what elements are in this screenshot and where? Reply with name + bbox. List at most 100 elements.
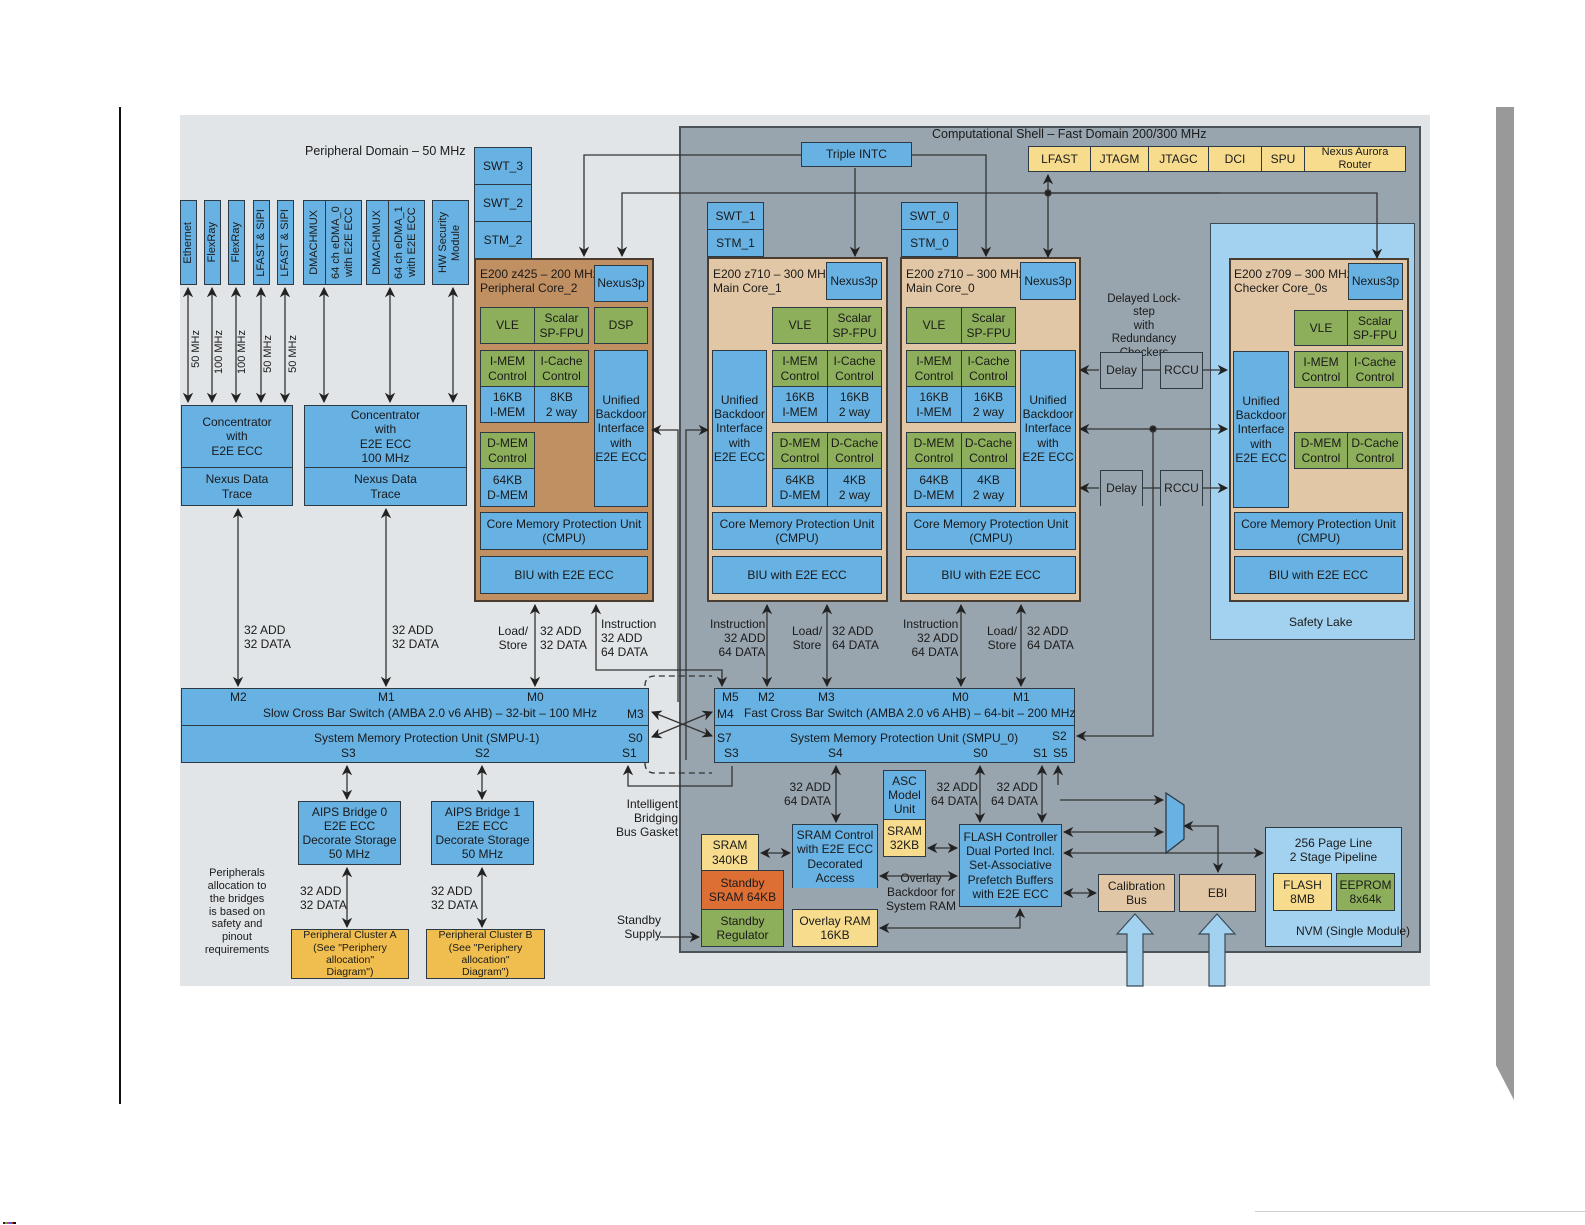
port-m0: M0 [527, 690, 544, 704]
bus-label: 32 ADD 32 DATA [392, 623, 439, 652]
page-bottom-rule [1255, 1211, 1585, 1212]
core2-cmpu: Core Memory Protection Unit (CMPU) [480, 512, 648, 550]
checker-imem-control: I-MEM Control [1294, 351, 1348, 388]
port-s2: S2 [1052, 729, 1067, 743]
core0-nexus3p: Nexus3p [1020, 262, 1076, 300]
core2-dsp: DSP [594, 307, 648, 344]
port-s3: S3 [724, 746, 739, 760]
core0-icache-control: I-Cache Control [961, 350, 1016, 387]
calibration-bus: Calibration Bus [1098, 874, 1175, 912]
debug-lfast: LFAST [1028, 146, 1091, 172]
smpu-0 [714, 725, 1075, 763]
standby-regulator: Standby Regulator [701, 909, 784, 947]
module-ethernet: Ethernet [180, 200, 197, 285]
core1-ls-label: Load/ Store [792, 624, 823, 653]
core1-imem-control: I-MEM Control [772, 350, 828, 387]
module-label: FlexRay [206, 222, 219, 263]
peripheral-cluster-a: Peripheral Cluster A (See "Periphery all… [291, 929, 409, 979]
core0-cmpu: Core Memory Protection Unit (CMPU) [906, 512, 1076, 550]
debug-spu: SPU [1261, 146, 1305, 172]
port-s5: S5 [1053, 746, 1068, 760]
core2-dmem: 64KB D-MEM [480, 468, 535, 507]
standby-sram: Standby SRAM 64KB [701, 870, 784, 910]
core0-instr-bus: Instruction 32 ADD 64 DATA [903, 617, 959, 660]
checker-icache-control: I-Cache Control [1347, 351, 1403, 388]
slow-xbar-title: Slow Cross Bar Switch (AMBA 2.0 v6 AHB) … [263, 706, 598, 720]
port-m3: M3 [627, 707, 644, 721]
sram-control: SRAM Control with E2E ECC Decorated Acce… [792, 824, 878, 888]
stm-1: STM_1 [707, 229, 764, 257]
s0-bus: 32 ADD 64 DATA [931, 780, 978, 809]
port-s4: S4 [828, 746, 843, 760]
s4-bus: 32 ADD 64 DATA [784, 780, 831, 809]
port-s3: S3 [341, 746, 356, 760]
bus-label: 32 ADD 32 DATA [244, 623, 291, 652]
port-s0: S0 [973, 746, 988, 760]
core2-title: E200 z425 – 200 MHz Peripheral Core_2 [480, 267, 599, 295]
module-label: HW Security Module [436, 211, 462, 274]
module-lfast-sipi-b: LFAST & SIPI [277, 200, 294, 285]
core1-title: E200 z710 – 300 MHz Main Core_1 [713, 267, 832, 295]
core2-imem-control: I-MEM Control [480, 350, 535, 387]
port-m4: M4 [717, 707, 734, 721]
freq-label: 100 MHz [236, 330, 248, 375]
module-dmachmux-0: DMACHMUX [303, 200, 326, 285]
stm-2: STM_2 [474, 221, 532, 259]
core0-fpu: Scalar SP-FPU [961, 307, 1016, 344]
nvm-flash: FLASH 8MB [1273, 873, 1332, 911]
module-label: LFAST & SIPI [255, 208, 268, 277]
core2-backdoor: Unified Backdoor Interface with E2E ECC [594, 350, 648, 507]
debug-dci: DCI [1208, 146, 1262, 172]
core0-dcache-control: D-Cache Control [961, 432, 1016, 469]
fast-crossbar-switch [714, 688, 1075, 726]
peripherals-allocation-note: Peripherals allocation to the bridges is… [204, 867, 270, 957]
core1-backdoor: Unified Backdoor Interface with E2E ECC [712, 350, 767, 507]
module-edma-0: 64 ch eDMA_0 with E2E ECC [325, 200, 362, 285]
core0-imem: 16KB I-MEM [906, 386, 962, 423]
shell-title: Computational Shell – Fast Domain 200/30… [932, 127, 1207, 141]
core0-biu: BIU with E2E ECC [906, 556, 1076, 594]
port-s0: S0 [628, 731, 643, 745]
nexus-data-trace-a: Nexus Data Trace [181, 467, 293, 506]
core0-dmem-control: D-MEM Control [906, 432, 962, 469]
core0-ls-label: Load/ Store [987, 624, 1018, 653]
nvm-eeprom: EEPROM 8x64k [1336, 873, 1395, 911]
core1-dcache-control: D-Cache Control [827, 432, 882, 469]
port-m2: M2 [758, 690, 775, 704]
module-label: LFAST & SIPI [279, 208, 292, 277]
core2-instr-bus: Instruction 32 ADD 64 DATA [601, 617, 657, 660]
nvm-label: NVM (Single Module) [1296, 924, 1411, 938]
overlay-note: Overlay Backdoor for System RAM [886, 871, 957, 914]
aips-bridge-0: AIPS Bridge 0 E2E ECC Decorate Storage 5… [298, 801, 401, 865]
ebi: EBI [1179, 874, 1256, 912]
core0-ls-bus: 32 ADD 64 DATA [1027, 624, 1074, 653]
debug-jtagm: JTAGM [1090, 146, 1149, 172]
peripheral-cluster-b: Peripheral Cluster B (See "Periphery all… [426, 929, 545, 979]
core0-dcache: 4KB 2 way [961, 468, 1016, 507]
module-label: DMACHMUX [308, 210, 321, 275]
module-label: 64 ch eDMA_0 with E2E ECC [329, 206, 355, 279]
swt-3: SWT_3 [474, 147, 532, 185]
aips-bridge-1: AIPS Bridge 1 E2E ECC Decorate Storage 5… [431, 801, 534, 865]
concentrator-a: Concentrator with E2E ECC [181, 405, 293, 468]
bridge0-bus: 32 ADD 32 DATA [300, 884, 347, 913]
slow-crossbar-switch [181, 688, 649, 726]
delay-a: Delay [1100, 352, 1143, 389]
bridge1-bus: 32 ADD 32 DATA [431, 884, 478, 913]
swt-1: SWT_1 [707, 202, 764, 230]
freq-label: 100 MHz [213, 330, 225, 375]
overlay-ram: Overlay RAM 16KB [792, 909, 878, 947]
sram-32kb: SRAM 32KB [883, 819, 926, 857]
port-m1: M1 [378, 690, 395, 704]
concentrator-b: Concentrator with E2E ECC 100 MHz [304, 405, 467, 468]
module-edma-1: 64 ch eDMA_1 with E2E ECC [388, 200, 425, 285]
port-s2: S2 [475, 746, 490, 760]
core1-cmpu: Core Memory Protection Unit (CMPU) [712, 512, 882, 550]
standby-supply-label: Standby Supply [617, 913, 662, 942]
smpu-1-title: System Memory Protection Unit (SMPU-1) [314, 731, 540, 745]
scrollbar[interactable] [1496, 107, 1514, 1100]
port-m2: M2 [230, 690, 247, 704]
core1-biu: BIU with E2E ECC [712, 556, 882, 594]
port-m1: M1 [1013, 690, 1030, 704]
port-s1: S1 [1033, 746, 1048, 760]
